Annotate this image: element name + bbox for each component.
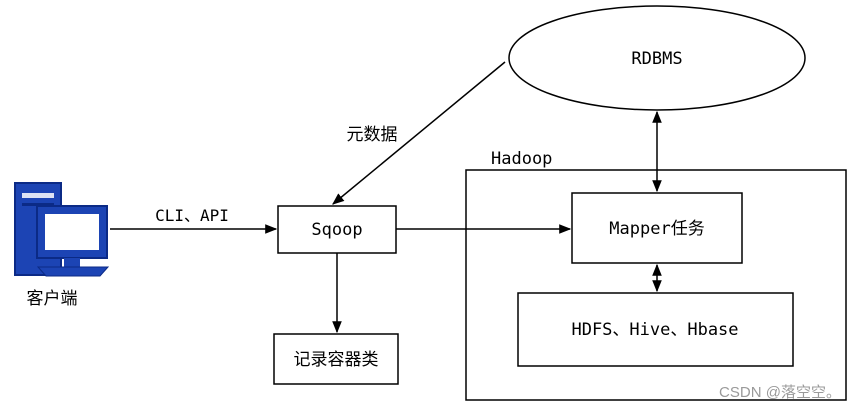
record-container-node xyxy=(273,333,399,385)
rdbms-label: RDBMS xyxy=(631,49,682,69)
rdbms-to-sqoop-metadata-arrow xyxy=(332,61,506,205)
client-label: 客户端 xyxy=(27,289,78,309)
rdbms-node xyxy=(508,5,806,111)
mapper-label: Mapper任务 xyxy=(609,219,704,239)
storage-node xyxy=(517,292,794,367)
csdn-watermark: CSDN @落空空。 xyxy=(719,384,841,401)
metadata-label: 元数据 xyxy=(347,125,398,145)
record-container-label: 记录容器类 xyxy=(294,350,379,370)
cli-api-label: CLI、API xyxy=(155,206,229,225)
sqoop-label: Sqoop xyxy=(311,220,362,240)
storage-label: HDFS、Hive、Hbase xyxy=(571,320,738,340)
mapper-task-node xyxy=(571,192,743,264)
hadoop-label: Hadoop xyxy=(491,149,552,169)
client-computer-icon xyxy=(14,182,110,277)
